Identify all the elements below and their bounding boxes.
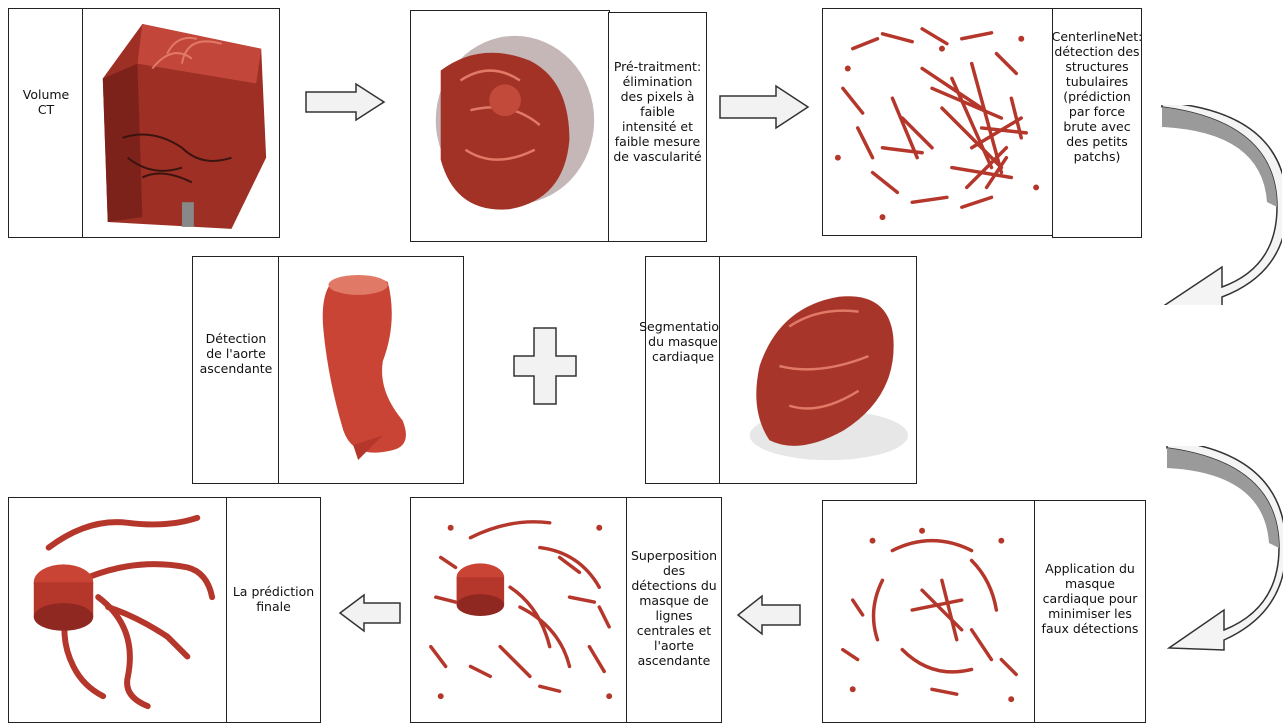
- step-text: Pré-traitment: élimination des pixels à …: [613, 59, 702, 164]
- plus-sign: [512, 326, 578, 406]
- label-heart-mask: Segmentation du masque cardiaque: [645, 256, 721, 484]
- step-text: Segmentation du masque cardiaque: [639, 319, 727, 364]
- image-centerlinenet: [822, 8, 1054, 236]
- image-apply-mask: [822, 500, 1036, 723]
- step-text: CenterlineNet: détection des structures …: [1052, 29, 1143, 164]
- image-final-prediction: [8, 497, 228, 723]
- arrow-left-1: [338, 593, 402, 633]
- curved-arrow-2: [1165, 446, 1283, 651]
- image-superposition: [410, 497, 628, 723]
- label-apply-mask: Application du masque cardiaque pour min…: [1034, 500, 1146, 723]
- step-text: Détection de l'aorte ascendante: [197, 331, 275, 376]
- arrow-right-1: [304, 82, 386, 122]
- step-text: Application du masque cardiaque pour min…: [1039, 561, 1141, 636]
- step-text: Volume CT: [13, 87, 79, 117]
- image-pretreatment: [410, 10, 610, 242]
- label-superposition: Superposition des détections du masque d…: [626, 497, 722, 723]
- label-centerlinenet: CenterlineNet: détection des structures …: [1052, 8, 1142, 238]
- label-final: La prédiction finale: [226, 497, 321, 723]
- image-heart-mask: [719, 256, 917, 484]
- label-pretreatment: Pré-traitment: élimination des pixels à …: [608, 12, 707, 242]
- label-aorta-detection: Détection de l'aorte ascendante: [192, 256, 280, 484]
- image-aorta: [278, 256, 464, 484]
- step-text: Superposition des détections du masque d…: [631, 548, 717, 668]
- arrow-right-2: [718, 84, 810, 130]
- image-ct-volume: [82, 8, 280, 238]
- curved-arrow-1: [1160, 105, 1282, 305]
- label-volume-ct: Volume CT: [8, 8, 84, 238]
- step-text: La prédiction finale: [231, 584, 316, 614]
- arrow-left-2: [736, 594, 802, 636]
